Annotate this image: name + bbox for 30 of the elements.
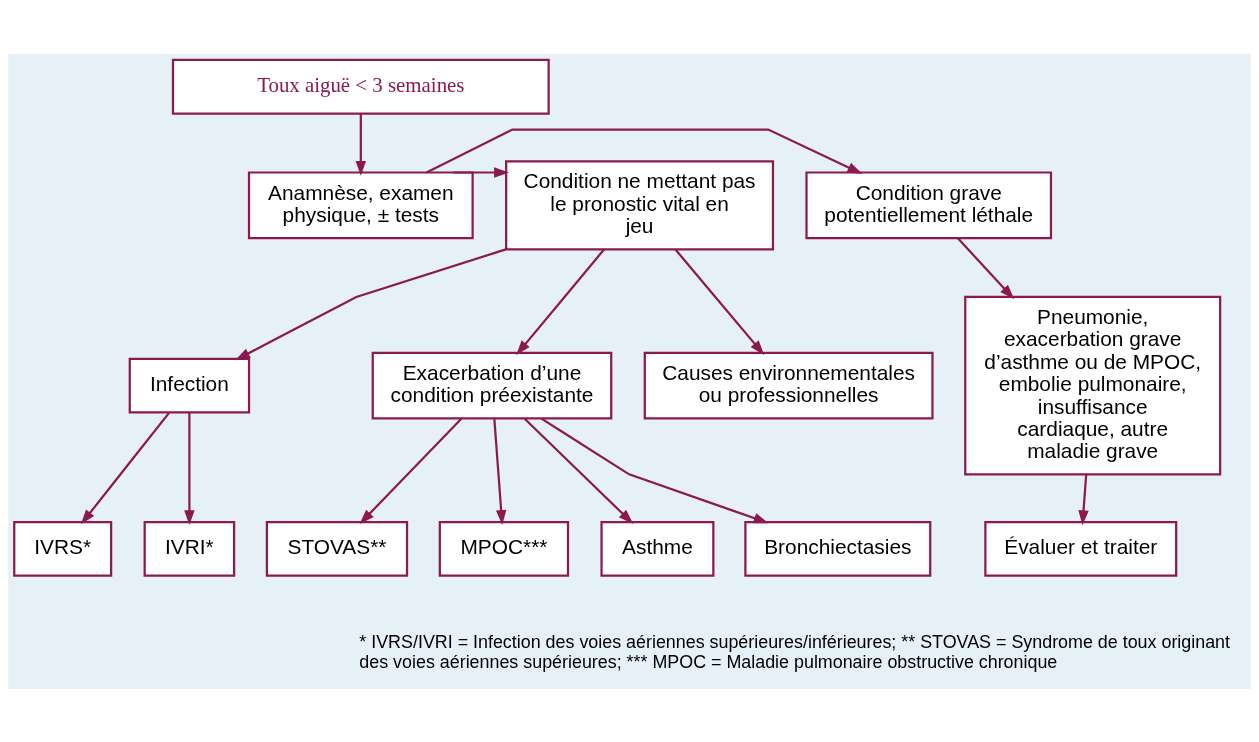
- node-box: Exacerbation d’une condition préexistante: [371, 351, 613, 420]
- node-box: Causes environnementales ou professionnelles: [643, 351, 934, 420]
- arrow: [516, 248, 606, 355]
- node-box: Bronchiectasies: [744, 520, 932, 577]
- arrow: [540, 417, 769, 523]
- node-box: IVRI*: [143, 520, 236, 577]
- node-box: Pneumonie, exacerbation grave d’asthme ou de MPOC, embolie pulmonaire, insuffisance cardiaque, autre maladie grave: [964, 295, 1222, 475]
- node-box: Anamnèse, examen physique, ± tests: [247, 170, 474, 239]
- arrow: [355, 113, 367, 176]
- node-box: STOVAS**: [265, 520, 409, 577]
- arrow: [452, 166, 509, 178]
- node-box: Asthme: [600, 520, 715, 577]
- arrow: [1078, 474, 1089, 525]
- arrow: [235, 247, 507, 360]
- arrow: [523, 417, 634, 524]
- node-box: Condition ne mettant pas le pronostic vital en jeu: [505, 159, 775, 250]
- arrow: [493, 418, 507, 525]
- arrow: [184, 412, 195, 525]
- arrow: [359, 417, 463, 524]
- node-box: Infection: [128, 357, 251, 414]
- node-box: MPOC***: [438, 520, 570, 577]
- arrow: [80, 411, 170, 524]
- arrow: [674, 248, 765, 355]
- node-box: Condition grave potentiellement léthale: [805, 170, 1053, 239]
- node-box: Évaluer et traiter: [984, 520, 1178, 577]
- label: * IVRS/IVRI = Infection des voies aériennes supérieures/inférieures; ** STOVAS = Syndrome de toux originant des voies aériennes supérieures; *** MPOC = Maladie pulmonaire obstructive chronique: [359, 631, 1231, 672]
- node-box: Toux aiguë < 3 semaines: [171, 58, 550, 115]
- arrow: [956, 236, 1015, 299]
- arrow: [425, 127, 863, 174]
- node-box: IVRS*: [13, 520, 113, 577]
